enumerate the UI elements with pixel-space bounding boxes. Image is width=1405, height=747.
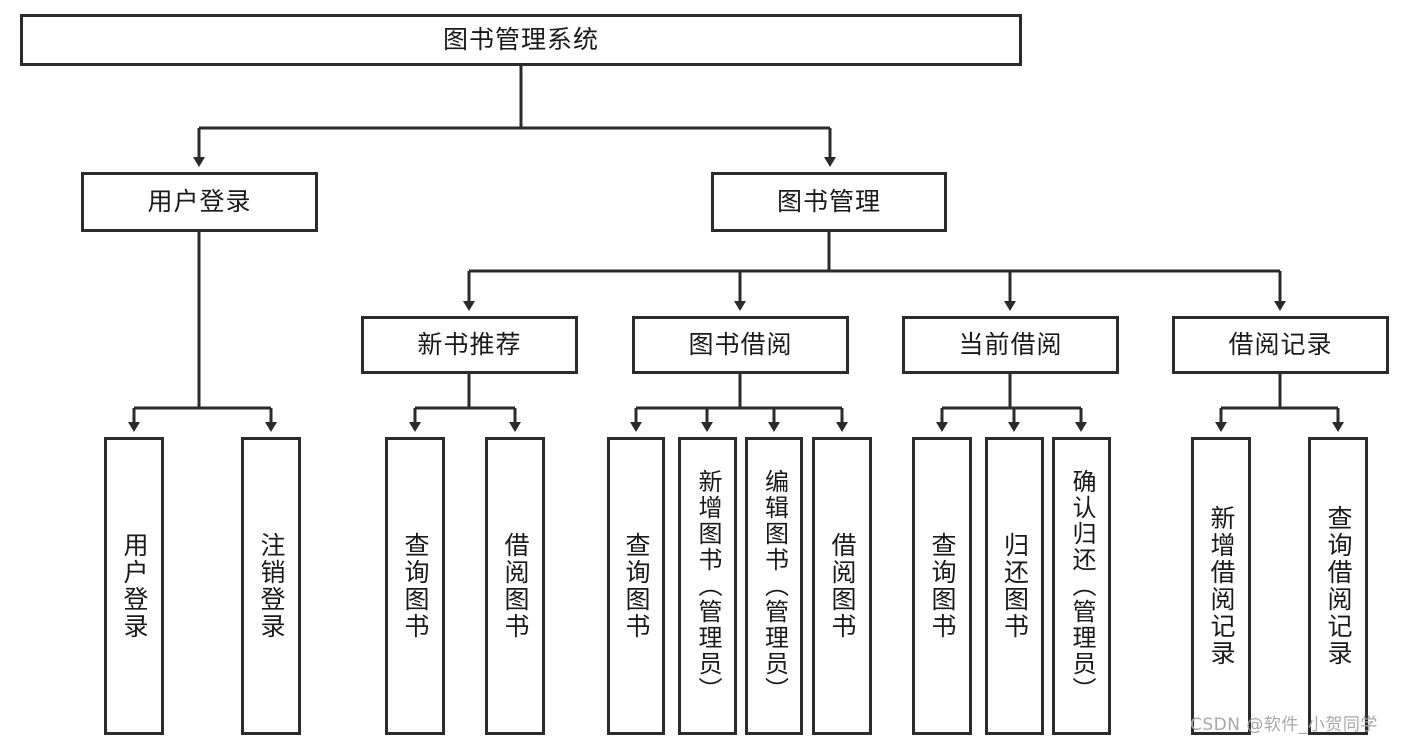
node-leaf-borrow-book[interactable]: 借阅图书 <box>812 437 872 735</box>
node-root[interactable]: 图书管理系统 <box>20 14 1022 66</box>
node-user-login[interactable]: 用户登录 <box>81 172 318 232</box>
node-leaf-borrow-book-rec-label: 借阅图书 <box>501 532 530 640</box>
node-leaf-query-book-borrow[interactable]: 查询图书 <box>607 437 665 735</box>
node-leaf-add-borrow-record[interactable]: 新增借阅记录 <box>1191 437 1251 735</box>
node-leaf-query-borrow-record[interactable]: 查询借阅记录 <box>1308 437 1368 735</box>
node-borrow-record[interactable]: 借阅记录 <box>1172 316 1389 374</box>
node-leaf-confirm-return-admin[interactable]: 确认归还（管理员） <box>1052 437 1111 735</box>
node-leaf-user-login-label: 用户登录 <box>120 532 149 640</box>
node-current-borrow[interactable]: 当前借阅 <box>902 316 1119 374</box>
node-new-book-recommend-label: 新书推荐 <box>417 330 522 360</box>
node-book-borrow[interactable]: 图书借阅 <box>632 316 849 374</box>
node-borrow-record-label: 借阅记录 <box>1228 330 1333 360</box>
node-leaf-return-book-label: 归还图书 <box>1000 532 1030 640</box>
node-book-borrow-label: 图书借阅 <box>688 330 793 360</box>
node-leaf-user-login[interactable]: 用户登录 <box>104 437 164 735</box>
node-leaf-query-book-borrow-label: 查询图书 <box>622 532 651 640</box>
node-leaf-edit-book-admin[interactable]: 编辑图书（管理员） <box>745 437 803 735</box>
node-leaf-add-borrow-record-label: 新增借阅记录 <box>1207 505 1236 667</box>
node-leaf-borrow-book-label: 借阅图书 <box>828 532 857 640</box>
node-leaf-confirm-return-admin-label: 确认归还（管理员） <box>1067 469 1096 703</box>
node-leaf-query-book-rec-label: 查询图书 <box>401 532 430 640</box>
node-leaf-user-logout[interactable]: 注销登录 <box>241 437 301 735</box>
node-leaf-edit-book-admin-label: 编辑图书（管理员） <box>760 469 789 703</box>
node-leaf-query-book-rec[interactable]: 查询图书 <box>385 437 445 735</box>
node-leaf-query-book-current[interactable]: 查询图书 <box>912 437 972 735</box>
node-leaf-add-book-admin-label: 新增图书（管理员） <box>693 469 722 703</box>
node-leaf-query-borrow-record-label: 查询借阅记录 <box>1324 505 1353 667</box>
node-current-borrow-label: 当前借阅 <box>958 330 1063 360</box>
node-leaf-user-logout-label: 注销登录 <box>257 532 286 640</box>
node-new-book-recommend[interactable]: 新书推荐 <box>361 316 578 374</box>
node-leaf-borrow-book-rec[interactable]: 借阅图书 <box>485 437 545 735</box>
node-user-login-label: 用户登录 <box>147 187 252 217</box>
node-book-manage[interactable]: 图书管理 <box>711 172 947 232</box>
node-leaf-return-book[interactable]: 归还图书 <box>985 437 1044 735</box>
node-root-label: 图书管理系统 <box>442 25 599 55</box>
node-book-manage-label: 图书管理 <box>776 187 881 217</box>
node-leaf-query-book-current-label: 查询图书 <box>928 532 957 640</box>
csdn-watermark: CSDN @软件_小贺同学 <box>1190 715 1378 735</box>
node-leaf-add-book-admin[interactable]: 新增图书（管理员） <box>678 437 737 735</box>
